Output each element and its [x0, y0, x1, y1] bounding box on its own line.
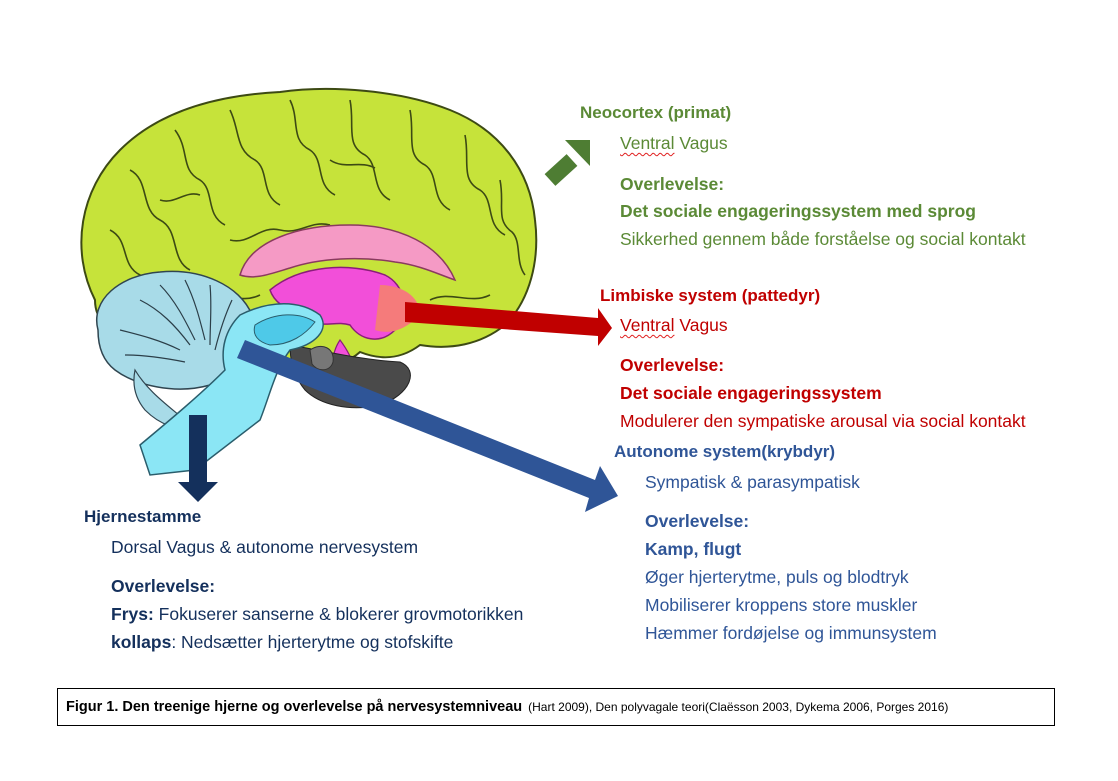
neocortex-system: Det sociale engageringssystem med sprog — [620, 201, 976, 221]
autonomic-effect: Øger hjerterytme, puls og blodtryk — [645, 567, 909, 587]
arrow-to-autonomic — [237, 340, 618, 512]
neocortex-survival-label: Overlevelse: — [620, 174, 725, 194]
neocortex-nerve-rest: Vagus — [674, 133, 728, 153]
midbrain — [253, 314, 316, 346]
brainstem-shape — [139, 303, 324, 476]
caption-main: Figur 1. Den treenige hjerne og overleve… — [66, 699, 523, 715]
brainstem-nerve: Dorsal Vagus & autonome nervesystem — [111, 537, 419, 557]
autonomic-nerve: Sympatisk & parasympatisk — [645, 472, 860, 492]
autonomic-title: Autonome system(krybdyr) — [614, 442, 836, 461]
limbic-nerve-word: Ventral — [620, 315, 675, 335]
brainstem-title: Hjernestamme — [84, 507, 202, 526]
limbic-nerve: Ventral Vagus — [620, 315, 728, 336]
brainstem-collapse: kollaps: Nedsætter hjerterytme og stofsk… — [111, 632, 453, 653]
neocortex-nerve-word: Ventral — [620, 133, 675, 153]
freeze-label: Frys: — [111, 604, 154, 624]
arrow-to-brainstem — [178, 415, 218, 502]
limbic-nerve-rest: Vagus — [674, 315, 728, 335]
brainstem-survival-label: Overlevelse: — [111, 576, 216, 596]
limbic-title: Limbiske system (pattedyr) — [600, 286, 821, 305]
limbic-survival-label: Overlevelse: — [620, 355, 725, 375]
caption-sources: (Hart 2009), Den polyvagale teori(Claëss… — [528, 700, 949, 714]
figure-caption: Figur 1. Den treenige hjerne og overleve… — [66, 699, 948, 715]
neocortex-title: Neocortex (primat) — [580, 103, 732, 122]
limbic-description: Modulerer den sympatiske arousal via soc… — [620, 411, 1026, 431]
autonomic-effect: Hæmmer fordøjelse og immunsystem — [645, 623, 937, 643]
arrow-to-neocortex — [544, 140, 590, 186]
collapse-label: kollaps — [111, 632, 172, 652]
collapse-text: : Nedsætter hjerterytme og stofskifte — [171, 632, 454, 652]
autonomic-system: Kamp, flugt — [645, 539, 742, 559]
freeze-text: Fokuserer sanserne & blokerer grovmotori… — [153, 604, 524, 624]
autonomic-effect: Mobiliserer kroppens store muskler — [645, 595, 918, 615]
brainstem-freeze: Frys: Fokuserer sanserne & blokerer grov… — [111, 604, 523, 625]
limbic-arc — [239, 224, 457, 282]
figure-caption-box: Figur 1. Den treenige hjerne og overleve… — [57, 688, 1055, 726]
autonomic-survival-label: Overlevelse: — [645, 511, 750, 531]
neocortex-description: Sikkerhed gennem både forståelse og soci… — [620, 229, 1026, 249]
arrow-to-limbic — [405, 302, 612, 346]
neocortex-nerve: Ventral Vagus — [620, 133, 728, 154]
cerebellum-tree — [119, 279, 233, 363]
limbic-system: Det sociale engageringssystem — [620, 383, 882, 403]
